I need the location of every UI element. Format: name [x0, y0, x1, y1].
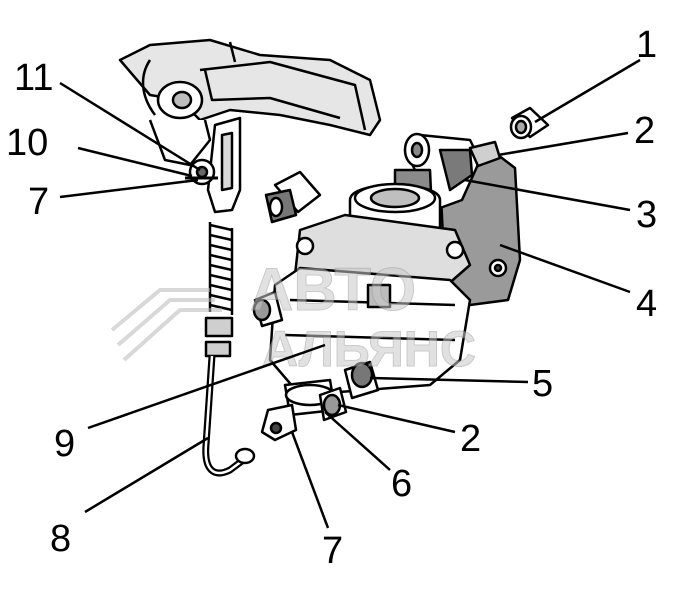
callout-2a: 2 [634, 110, 656, 152]
callout-7b: 7 [322, 530, 344, 572]
leader-11 [59, 81, 201, 172]
watermark-line2: АЛЬЯНС [262, 321, 476, 377]
leader-7a [59, 178, 199, 199]
callout-7a: 7 [28, 181, 50, 223]
leader-2b [337, 403, 456, 434]
callout-9: 9 [54, 423, 76, 465]
callout-5: 5 [532, 363, 554, 405]
leader-9 [87, 343, 326, 430]
callout-11: 11 [14, 57, 54, 99]
leader-7b [290, 431, 330, 529]
callout-8: 8 [50, 518, 72, 560]
bushing [509, 106, 550, 140]
leader-3 [464, 178, 631, 212]
frame-bracket [118, 38, 382, 167]
callout-3: 3 [636, 194, 658, 236]
left-top-fitting [264, 170, 322, 224]
leader-10 [77, 146, 193, 178]
callout-6: 6 [391, 463, 413, 505]
right-fitting [318, 360, 380, 422]
rod-spring [208, 222, 234, 315]
leader-lines [59, 58, 641, 529]
watermark-line1: АВТО [250, 256, 416, 323]
leader-4 [499, 243, 631, 294]
watermark: АВТО АЛЬЯНС [110, 256, 477, 378]
adjusting-rod [202, 222, 256, 477]
valve-body [252, 182, 472, 442]
lever-clevis [185, 116, 242, 214]
leader-1 [534, 58, 641, 124]
callout-1: 1 [636, 24, 658, 66]
leader-6 [324, 411, 391, 471]
leader-5 [369, 376, 529, 384]
callout-2b: 2 [460, 418, 482, 460]
callout-10: 10 [6, 122, 49, 164]
callout-4: 4 [636, 283, 658, 325]
leader-2a [497, 131, 629, 157]
leader-8 [84, 436, 209, 514]
